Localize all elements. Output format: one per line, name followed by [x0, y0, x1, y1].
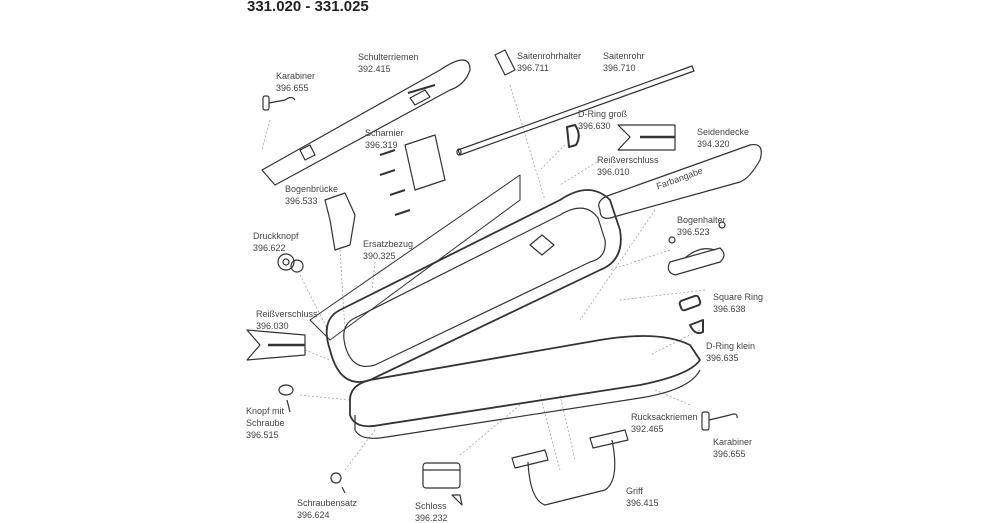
screw-set-drawing [330, 472, 346, 494]
part-name: Seidendecke [697, 127, 750, 137]
part-name: Bogenhalter [677, 215, 726, 225]
part-number: 396.655 [276, 83, 309, 93]
d-ring-small-drawing [689, 319, 704, 335]
part-name: Reißverschluss [597, 155, 659, 165]
label-saitenrohrhalter: Saitenrohrhalter 396.711 [517, 50, 581, 74]
part-name: Karabiner [713, 437, 753, 447]
bow-bridge-drawing [324, 192, 356, 251]
square-ring-drawing [678, 294, 702, 312]
label-rucksackriemen: Rucksackriemen 392.465 [631, 411, 698, 435]
part-number: 392.415 [358, 64, 391, 74]
label-schulterriemen: Schulterriemen 392.415 [358, 51, 419, 75]
knob-drawing [278, 384, 294, 413]
label-scharnier: Scharnier 396.319 [365, 127, 404, 151]
part-number: 396.655 [713, 449, 746, 459]
label-bogenhalter: Bogenhalter 396.523 [677, 214, 726, 238]
part-number: 394.320 [697, 139, 730, 149]
push-button-drawing [277, 253, 304, 273]
karabiner-drawing-bottom [701, 411, 738, 431]
handle-drawing [511, 429, 629, 506]
part-name: Rucksackriemen [631, 412, 698, 422]
part-number: 396.415 [626, 498, 659, 508]
lock-drawing [422, 462, 463, 506]
part-name: Bogenbrücke [285, 184, 339, 194]
part-number: 396.630 [578, 121, 611, 131]
part-number: 390.325 [363, 251, 396, 261]
part-number: 396.711 [517, 63, 549, 73]
label-d-ring-gross: D-Ring groß 396.630 [578, 108, 627, 132]
part-name: Schloss [415, 501, 447, 511]
part-name: Scharnier [365, 128, 404, 138]
zipper-left-drawing [246, 329, 306, 361]
part-name: Druckknopf [253, 231, 299, 241]
part-number: 396.232 [415, 513, 448, 523]
part-number: 396.638 [713, 304, 746, 314]
part-number: 396.533 [285, 196, 318, 206]
label-reissverschluss-left: Reißverschluss 396.030 [256, 308, 318, 332]
part-name: Schraubensatz [297, 498, 358, 508]
label-seidendecke: Seidendecke 394.320 [697, 126, 749, 150]
label-karabiner-bottom: Karabiner 396.655 [713, 436, 752, 460]
diagram-title: 331.020 - 331.025 [247, 0, 369, 15]
label-square-ring: Square Ring 396.638 [713, 291, 763, 315]
label-griff: Griff 396.415 [626, 485, 659, 509]
part-name: Square Ring [713, 292, 764, 302]
case-body-drawing [349, 335, 701, 439]
case-lid-drawing [309, 174, 622, 383]
part-number: 396.710 [603, 63, 636, 73]
label-bogenbruecke: Bogenbrücke 396.533 [285, 183, 338, 207]
part-name: Karabiner [276, 71, 316, 81]
leader-lines [261, 84, 706, 471]
part-number: 396.030 [256, 321, 289, 331]
part-number: 396.523 [677, 227, 710, 237]
part-number: 396.319 [365, 140, 398, 150]
string-tube-drawing [456, 65, 695, 156]
part-name: Knopf mit [246, 406, 285, 416]
label-karabiner-top: Karabiner 396.655 [276, 70, 315, 94]
part-number: 396.624 [297, 510, 330, 520]
part-number: 396.622 [253, 243, 286, 253]
part-name: D-Ring groß [578, 109, 628, 119]
label-schloss: Schloss 396.232 [415, 500, 448, 523]
silk-cover-drawing [598, 143, 762, 219]
label-druckknopf: Druckknopf 396.622 [253, 230, 299, 254]
hinge-drawing [379, 134, 446, 216]
part-name: Griff [626, 486, 643, 496]
zipper-top-drawing [617, 124, 676, 151]
part-name: Saitenrohr [603, 51, 645, 61]
label-reissverschluss-top: Reißverschluss 396.010 [597, 154, 659, 178]
part-name: Reißverschluss [256, 309, 318, 319]
bow-holder-drawing [667, 221, 726, 276]
string-tube-holder-drawing [494, 49, 516, 76]
label-schraubensatz: Schraubensatz 396.624 [297, 497, 357, 521]
part-name-line2: Schraube [246, 418, 285, 428]
d-ring-large-drawing [566, 124, 580, 148]
karabiner-drawing [262, 95, 296, 111]
part-name: D-Ring klein [706, 341, 756, 351]
label-saitenrohr: Saitenrohr 396.710 [603, 50, 645, 74]
part-number: 392.465 [631, 424, 664, 434]
label-d-ring-klein: D-Ring klein 396.635 [706, 340, 755, 364]
part-name: Saitenrohrhalter [517, 51, 582, 61]
part-name: Schulterriemen [358, 52, 419, 62]
shoulder-strap-drawing [261, 59, 471, 186]
part-number: 396.010 [597, 167, 630, 177]
part-name: Ersatzbezug [363, 239, 414, 249]
part-number: 396.515 [246, 430, 279, 440]
part-number: 396.635 [706, 353, 739, 363]
label-ersatzbezug: Ersatzbezug 390.325 [363, 238, 413, 262]
